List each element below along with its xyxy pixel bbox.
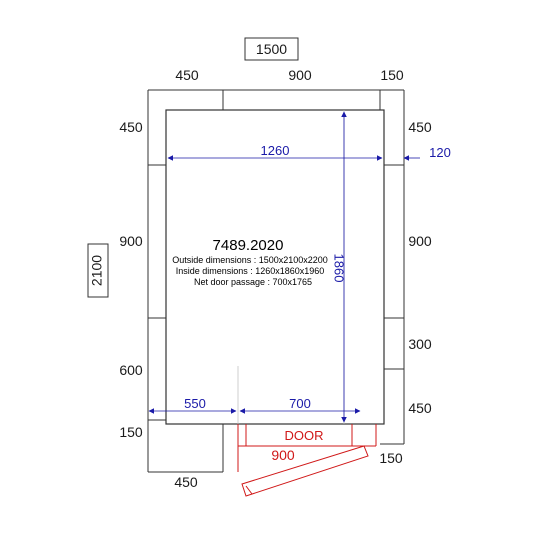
door-leaf (241, 445, 369, 497)
inner-width-label: 1260 (261, 143, 290, 158)
right-segment-label: 150 (379, 450, 403, 466)
wall-thickness-label: 120 (429, 145, 451, 160)
door-opening (237, 424, 377, 472)
door-swing-label: 900 (271, 447, 295, 463)
model-code: 7489.2020 (213, 237, 284, 254)
top-segment-label: 150 (380, 67, 404, 83)
door-passage-label: 700 (289, 396, 311, 411)
door-label: DOOR (285, 428, 324, 443)
top-dimension-label: 1500 (256, 41, 287, 57)
left-segment-label: 150 (119, 424, 143, 440)
left-dimension-label: 2100 (89, 255, 105, 286)
top-segment-label: 900 (288, 67, 312, 83)
bottom-inner-label: 550 (184, 396, 206, 411)
left-dimension-box (87, 243, 109, 298)
right-segment-label: 450 (408, 400, 432, 416)
bottom-segment-label: 450 (174, 474, 198, 490)
inner-room (165, 109, 385, 425)
right-segment-label: 300 (408, 336, 432, 352)
info-door-passage: Net door passage : 700x1765 (194, 277, 312, 287)
right-segment-label: 900 (408, 233, 432, 249)
top-dimension-box (244, 37, 299, 61)
right-segment-label: 450 (408, 119, 432, 135)
info-inside-dimensions: Inside dimensions : 1260x1860x1960 (176, 266, 325, 276)
left-segment-label: 450 (119, 119, 143, 135)
left-segment-label: 600 (119, 362, 143, 378)
left-segment-label: 900 (119, 233, 143, 249)
top-segment-label: 450 (175, 67, 199, 83)
inner-height-label: 1860 (332, 254, 347, 283)
outer-wall (147, 89, 405, 473)
info-outside-dimensions: Outside dimensions : 1500x2100x2200 (172, 255, 328, 265)
